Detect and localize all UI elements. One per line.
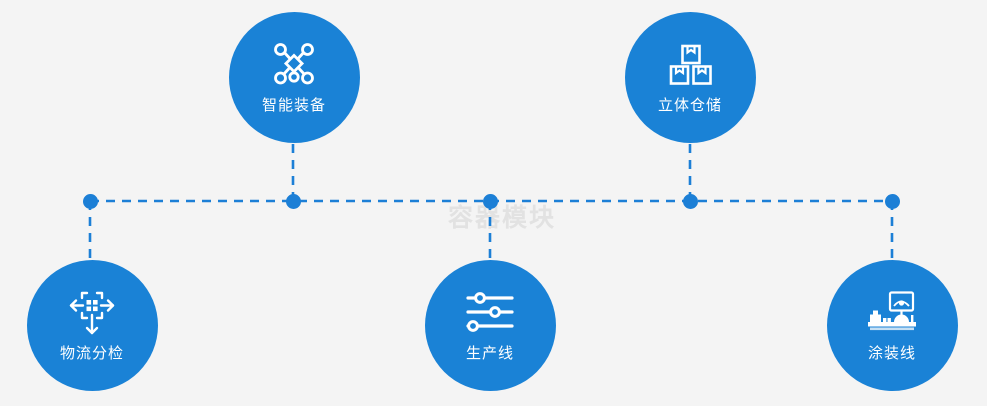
watermark-text: 容器模块 [447,204,556,232]
node-label-stereoscopic-warehouse: 立体仓储 [657,97,722,114]
node-dot-logistics-sorting[interactable] [82,193,98,209]
factory-machine-icon [866,289,918,337]
node-label-coating-line: 涂装线 [867,345,916,362]
node-circle-stereoscopic-warehouse[interactable]: 立体仓储 [624,11,756,143]
node-circle-logistics-sorting[interactable]: 物流分检 [26,259,158,391]
node-label-logistics-sorting: 物流分检 [59,345,124,362]
sorting-scan-icon [66,289,118,337]
node-circle-coating-line[interactable]: 涂装线 [826,259,958,391]
network-nodes-icon [268,41,320,89]
node-dot-production-line[interactable] [482,193,498,209]
node-dot-coating-line[interactable] [884,193,900,209]
node-circle-intelligent-equipment[interactable]: 智能装备 [228,11,360,143]
node-dot-stereoscopic-warehouse[interactable] [682,193,698,209]
node-dot-intelligent-equipment[interactable] [285,193,301,209]
node-label-intelligent-equipment: 智能装备 [261,97,326,114]
node-label-production-line: 生产线 [465,345,514,362]
node-circle-production-line[interactable]: 生产线 [424,259,556,391]
stacked-boxes-icon [664,41,716,89]
sliders-icon [464,289,516,337]
